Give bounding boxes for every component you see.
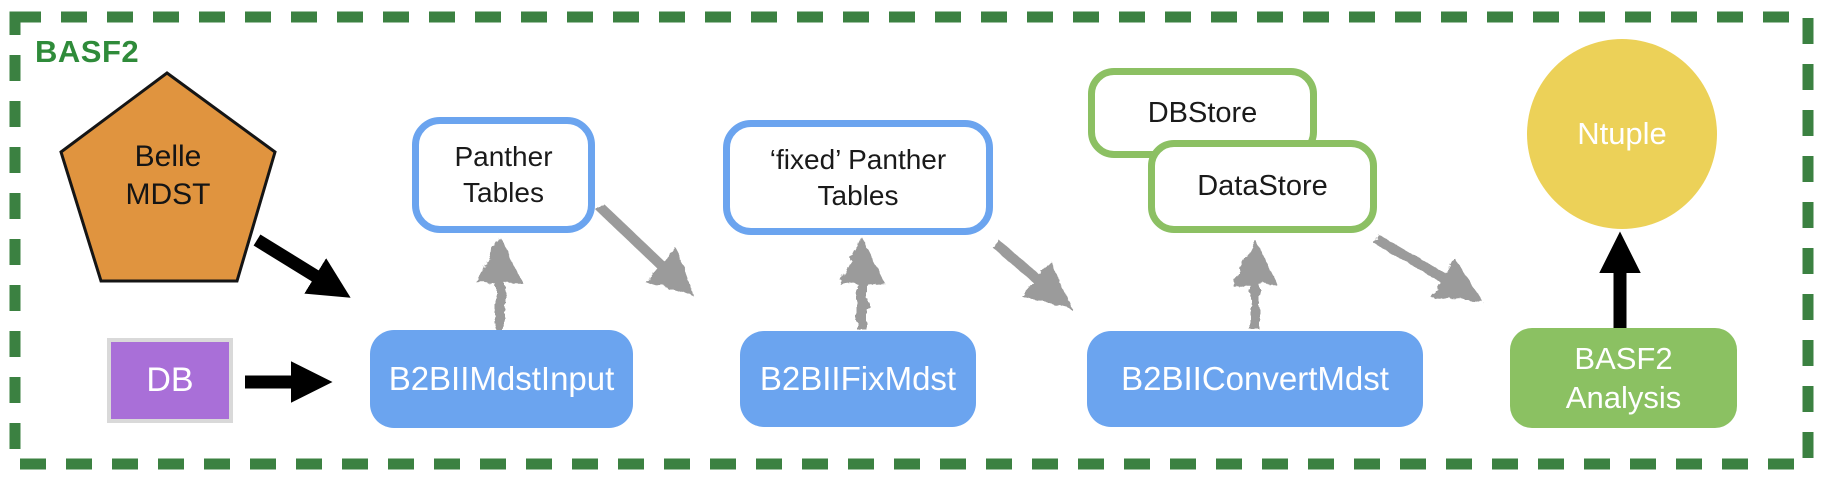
arrow-datastore-to-analysis-icon	[1372, 233, 1483, 302]
node-basf2-analysis: BASF2 Analysis	[1510, 328, 1737, 428]
node-belle-mdst-label: Belle MDST	[125, 140, 211, 211]
node-b2bii-fix-mdst: B2BIIFixMdst	[740, 331, 976, 427]
basf2-frame-border	[9, 11, 1814, 470]
arrow-panther-to-fixmdst-icon	[596, 203, 694, 297]
node-datastore: DataStore	[1148, 140, 1377, 233]
node-b2bii-convert-mdst: B2BIIConvertMdst	[1087, 331, 1423, 427]
arrow-fixedpanther-to-convertmdst-icon	[991, 239, 1072, 309]
node-db: DB	[107, 338, 233, 423]
node-b2bii-mdst-input: B2BIIMdstInput	[370, 330, 633, 428]
frame-title: BASF2	[35, 34, 140, 69]
belle-mdst-pentagon	[59, 71, 277, 283]
node-panther-tables: Panther Tables	[412, 117, 595, 233]
arrow-bellemdst-to-mdstinput-icon	[253, 234, 351, 298]
node-fixed-panther-tables: ‘fixed’ Panther Tables	[723, 120, 993, 235]
sketch-arrows-group	[477, 203, 1483, 330]
node-ntuple: Ntuple	[1527, 39, 1717, 229]
solid-arrows-group	[245, 231, 1641, 403]
